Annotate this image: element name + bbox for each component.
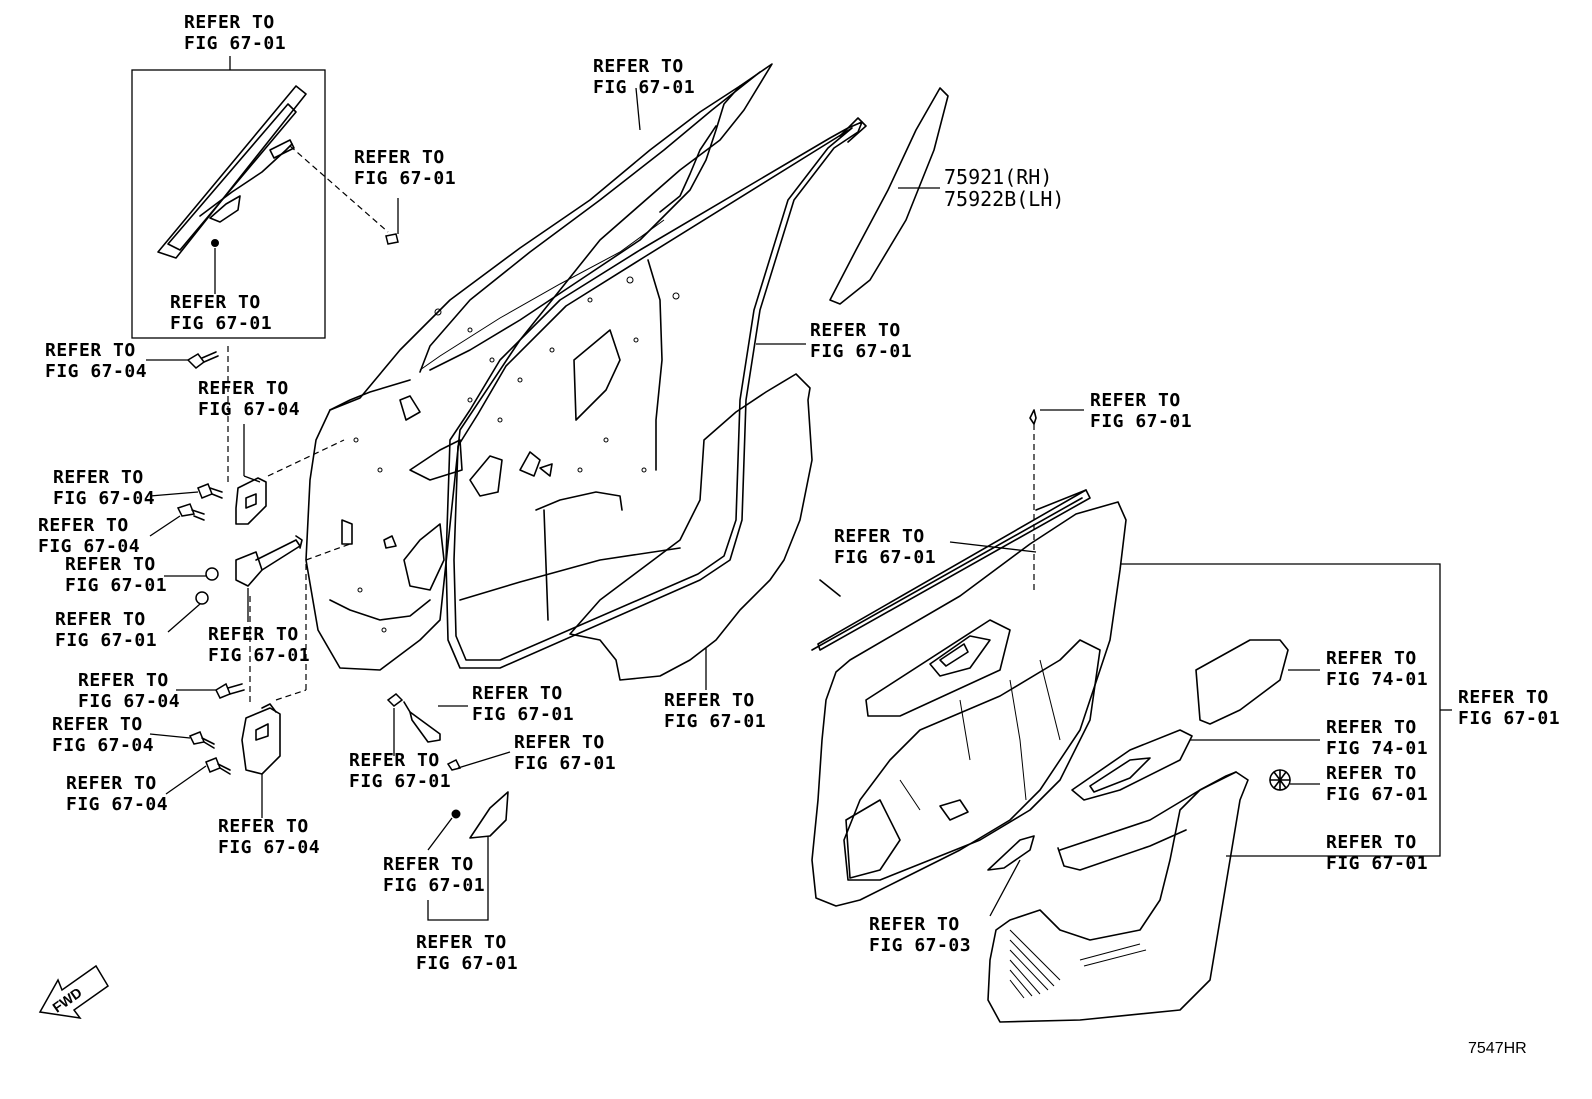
drawing-code: 7547HR: [1468, 1040, 1527, 1057]
clip-top-part: [385, 198, 399, 245]
service-hole-cover-part: [569, 373, 813, 690]
lower-hinge-part: [241, 543, 351, 775]
switch-base-part: [1071, 729, 1193, 801]
armrest-upper-part: [1195, 639, 1289, 725]
inside-handle-part: [987, 835, 1035, 871]
bracket-part: [386, 693, 509, 839]
window-frame-inset: [131, 56, 326, 339]
garnish-75921: [829, 87, 949, 305]
fwd-arrow-icon: FWD: [38, 964, 110, 1020]
leader-lines: [146, 343, 1452, 921]
trim-clip-part: [1269, 769, 1291, 791]
part-number-label: 75921(RH)75922B(LH): [944, 165, 1065, 211]
bolts: [176, 351, 245, 775]
upper-hinge-part: [227, 346, 345, 525]
door-weatherstrip: [445, 117, 867, 669]
trim-pocket-part: [987, 771, 1249, 1023]
door-check-part: [235, 535, 303, 587]
door-trim-board: [811, 409, 1127, 907]
